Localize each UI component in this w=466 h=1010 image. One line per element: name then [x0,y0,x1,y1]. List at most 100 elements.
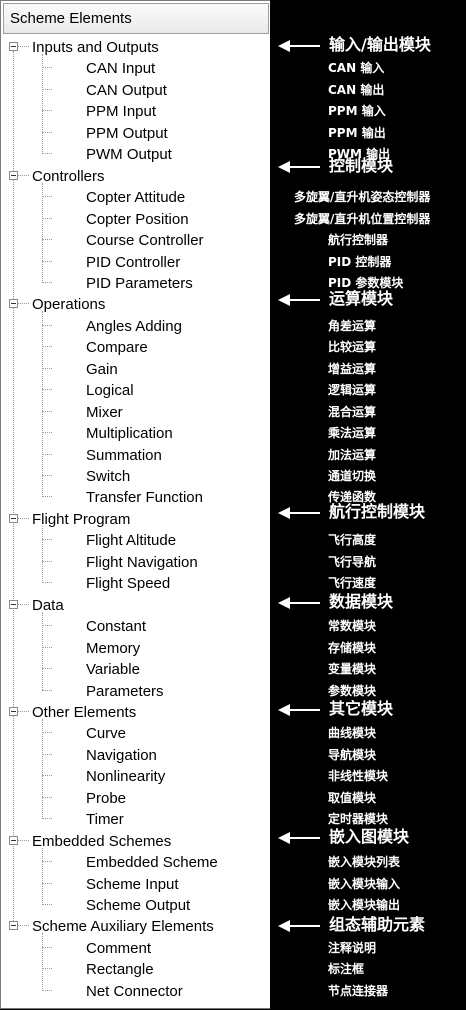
tree-item-curve[interactable]: Curve [1,723,269,744]
tree-connector [42,453,52,455]
annotation-item: 标注框 [328,962,365,977]
annotation-item: PWM 输出 [328,147,391,162]
tree-item-pid-parameters[interactable]: PID Parameters [1,273,269,294]
tree-group-other-elements[interactable]: Other Elements [1,702,269,723]
tree-item-nonlinearity[interactable]: Nonlinearity [1,766,269,787]
collapse-icon[interactable] [9,599,18,609]
tree-group-scheme-auxiliary-elements[interactable]: Scheme Auxiliary Elements [1,916,269,937]
tree-item-label: Net Connector [86,982,183,1000]
tree-connector [42,67,52,69]
tree-item-angles-adding[interactable]: Angles Adding [1,316,269,337]
tree-item-label: Summation [86,446,162,464]
tree-item-label: Scheme Output [86,897,191,914]
annotation-item: 常数模块 [328,619,377,634]
tree-item-flight-navigation[interactable]: Flight Navigation [1,552,269,573]
annotation-item: 飞行速度 [328,576,377,591]
annotation-item: 参数模块 [328,683,377,698]
annotation-group: 控制模块 [329,156,394,175]
tree-item-label: Parameters [86,682,164,700]
collapse-icon[interactable] [9,706,18,716]
tree-connector [42,260,52,262]
tree-item-parameters[interactable]: Parameters [1,681,269,702]
tree-item-constant[interactable]: Constant [1,616,269,637]
tree-item-can-output[interactable]: CAN Output [1,80,269,101]
tree-connector [42,989,52,991]
tree-connector [42,196,52,198]
tree-group-data[interactable]: Data [1,595,269,616]
tree-item-rectangle[interactable]: Rectangle [1,959,269,980]
tree-item-copter-attitude[interactable]: Copter Attitude [1,187,269,208]
annotation-group: 输入/输出模块 [329,35,431,54]
tree-item-course-controller[interactable]: Course Controller [1,230,269,251]
tree-connector [42,668,52,670]
collapse-icon[interactable] [9,835,18,845]
tree-connector [42,539,52,541]
tree-item-probe[interactable]: Probe [1,788,269,809]
tree-item-gain[interactable]: Gain [1,359,269,380]
tree-item-summation[interactable]: Summation [1,445,269,466]
tree-item-label: Flight Navigation [86,553,198,571]
tree-group-inputs-and-outputs[interactable]: Inputs and Outputs [1,37,269,58]
tree-item-ppm-output[interactable]: PPM Output [1,123,269,144]
tree-group-controllers[interactable]: Controllers [1,166,269,187]
tree-connector [42,131,52,133]
tree-item-label: Scheme Input [86,875,179,893]
tree-item-compare[interactable]: Compare [1,337,269,358]
tree-connector [42,818,52,820]
tree-item-net-connector[interactable]: Net Connector [1,981,269,1002]
tree-item-timer[interactable]: Timer [1,809,269,830]
tree-item-switch[interactable]: Switch [1,466,269,487]
tree-item-mixer[interactable]: Mixer [1,402,269,423]
tree-item-embedded-scheme[interactable]: Embedded Scheme [1,852,269,873]
collapse-icon[interactable] [9,42,18,51]
tree-item-transfer-function[interactable]: Transfer Function [1,487,269,508]
tree-item-label: Constant [86,618,147,636]
tree-item-scheme-output[interactable]: Scheme Output [1,895,269,916]
tree-item-copter-position[interactable]: Copter Position [1,209,269,230]
tree-connector-line [42,611,43,691]
tree-item-label: PPM Output [86,124,168,142]
annotation-item: PID 参数模块 [328,275,404,290]
tree-item-label: Compare [86,339,148,357]
panel-header: Scheme Elements [3,3,269,34]
collapse-icon[interactable] [9,921,18,931]
tree-connector [42,410,52,412]
tree-connector-line [42,182,43,283]
tree-item-navigation[interactable]: Navigation [1,745,269,766]
arrow-left-icon [278,832,320,844]
tree-group-flight-program[interactable]: Flight Program [1,509,269,530]
tree-group-embedded-schemes[interactable]: Embedded Schemes [1,831,269,852]
tree-item-label: Curve [86,725,127,743]
tree-item-can-input[interactable]: CAN Input [1,58,269,79]
tree-group-label: Other Elements [32,703,137,721]
tree-item-comment[interactable]: Comment [1,938,269,959]
collapse-icon[interactable] [9,170,18,180]
tree-item-flight-speed[interactable]: Flight Speed [1,573,269,594]
tree-connector [42,239,52,241]
tree-item-pid-controller[interactable]: PID Controller [1,252,269,273]
tree-item-variable[interactable]: Variable [1,659,269,680]
annotation-item: 增益运算 [328,361,377,376]
annotation-item: 混合运算 [328,404,377,419]
arrow-left-icon [278,161,320,173]
tree-item-pwm-output[interactable]: PWM Output [1,144,269,165]
tree-item-label: Memory [86,639,141,657]
tree-connector-line [42,847,43,905]
tree-connector [42,217,52,219]
tree-item-memory[interactable]: Memory [1,638,269,659]
annotation-item: 加法运算 [328,447,377,462]
tree-item-logical[interactable]: Logical [1,380,269,401]
tree-item-scheme-input[interactable]: Scheme Input [1,874,269,895]
tree-item-ppm-input[interactable]: PPM Input [1,101,269,122]
tree-item-label: Comment [86,939,152,957]
collapse-icon[interactable] [9,513,18,523]
tree-group-operations[interactable]: Operations [1,294,269,315]
tree-connector [42,796,52,798]
collapse-icon[interactable] [9,299,18,309]
tree-item-flight-altitude[interactable]: Flight Altitude [1,530,269,551]
annotation-item: 定时器模块 [328,812,389,827]
arrow-left-icon [278,920,320,932]
annotation-item: 通道切换 [328,469,377,483]
annotation-item: 传递函数 [328,490,377,505]
tree-item-multiplication[interactable]: Multiplication [1,423,269,444]
